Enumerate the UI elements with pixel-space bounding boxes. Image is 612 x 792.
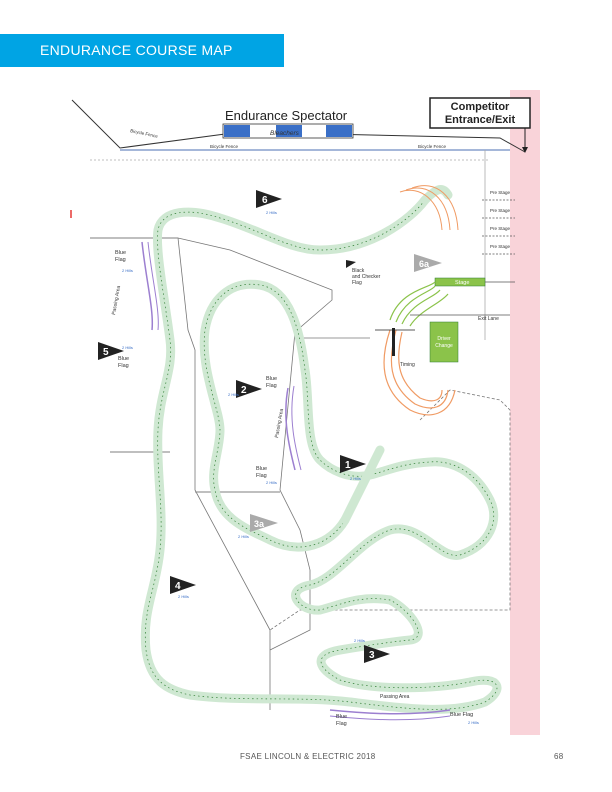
blue-flag-midwest-line2: Flag — [118, 363, 129, 369]
corner-3a-number: 2 Hills — [238, 534, 249, 539]
competitor-gate-line1: Competitor — [451, 101, 510, 113]
blue-flag-south-line1: Blue — [336, 714, 347, 720]
corner-1-number: 2 Hills — [350, 476, 361, 481]
bicycle-fence-label-1: Bicycle Fence — [130, 128, 159, 139]
blue-flag-central-line2: Flag — [266, 383, 277, 389]
svg-text:3a: 3a — [254, 519, 265, 529]
driver-change-area — [429, 321, 459, 363]
blue-flag-southeast-number: 2 Hills — [468, 720, 479, 725]
corner-6-number: 2 Hills — [266, 210, 277, 215]
track-surface — [140, 195, 502, 714]
svg-text:3: 3 — [369, 650, 375, 661]
corner-marker-3: 3 2 Hills — [354, 638, 390, 663]
svg-text:1: 1 — [345, 460, 351, 471]
spectator-area-title: Endurance Spectator — [225, 108, 348, 123]
pre-stage-label-3: Pre Stage — [490, 226, 511, 231]
footer-event-name: FSAE LINCOLN & ELECTRIC 2018 — [240, 752, 376, 761]
corner-3-number: 2 Hills — [354, 638, 365, 643]
bleachers-block-3 — [326, 125, 352, 137]
corner-2-number: 2 Hills — [228, 392, 239, 397]
corner-marker-4: 4 2 Hills — [170, 576, 196, 599]
blue-flag-central-line1: Blue — [266, 376, 277, 382]
bleachers-block-2 — [276, 125, 302, 137]
pre-stage-label-4: Pre Stage — [490, 244, 511, 249]
corner-marker-1: 1 2 Hills — [340, 455, 366, 481]
timing-label: Timing — [400, 362, 415, 368]
passing-area-label-south: Passing Area — [380, 694, 410, 700]
track-top-return — [420, 185, 453, 205]
infield-fence-a — [177, 237, 333, 651]
pre-stage-area: Pre Stage Pre Stage Pre Stage Pre Stage — [482, 190, 515, 255]
competitor-gate-box — [429, 97, 531, 129]
checker-label-line1: Black — [352, 268, 365, 274]
corner-marker-6a: 6a — [414, 254, 442, 272]
driver-change-line2: Change — [435, 343, 453, 349]
course-map: Bicycle Fence Bicycle Fence Bicycle Fenc… — [70, 90, 540, 735]
checker-label-line3: Flag — [352, 280, 362, 286]
bleachers-label: Bleachers — [270, 130, 300, 137]
stage-lanes-north — [399, 185, 459, 231]
infield-fence-b — [177, 237, 271, 710]
passing-area-central: Passing Area — [274, 385, 302, 471]
gate-pointer-head — [522, 147, 528, 153]
stage-label: Stage — [455, 280, 469, 286]
section-title-banner: ENDURANCE COURSE MAP — [0, 34, 284, 67]
blue-flag-infield-line2: Flag — [256, 473, 267, 479]
corner-marker-3a: 3a 2 Hills — [238, 514, 278, 539]
blue-flag-southeast-label: Blue Flag — [450, 712, 473, 718]
bleachers-block-1 — [224, 125, 250, 137]
blue-flag-station-west: Blue Flag 2 Hills — [115, 250, 133, 273]
checker-flag-icon — [346, 260, 356, 268]
stage-lanes-south — [383, 329, 456, 416]
blue-flag-infield-line1: Blue — [256, 466, 267, 472]
track-connector — [340, 445, 385, 525]
east-fence — [269, 389, 511, 631]
competitor-gate-line2: Entrance/Exit — [445, 114, 516, 126]
course-map-drawing: Bicycle Fence Bicycle Fence Bicycle Fenc… — [70, 90, 540, 735]
bicycle-fence-label-2: Bicycle Fence — [210, 144, 239, 149]
blue-flag-station-southeast: Blue Flag 2 Hills — [450, 712, 479, 725]
passing-area-south: Passing Area — [329, 694, 451, 721]
svg-text:2: 2 — [241, 385, 247, 396]
blue-flag-midwest-line1: Blue — [118, 356, 129, 362]
blue-flag-south-line2: Flag — [336, 721, 347, 727]
checker-label-line2: and Checker — [352, 274, 381, 280]
timing-post — [392, 328, 395, 356]
blue-flag-station-central: Blue Flag — [266, 376, 277, 389]
footer-page-number: 68 — [554, 752, 564, 761]
blue-flag-infield-number: 2 Hills — [266, 480, 277, 485]
blue-flag-station-mid-west: Blue Flag 2 Hills — [118, 345, 133, 369]
passing-area-label-central: Passing Area — [274, 408, 285, 438]
blue-flag-west-number: 2 Hills — [122, 268, 133, 273]
paddock-lanes — [389, 281, 449, 327]
svg-text:4: 4 — [175, 581, 181, 592]
corner-marker-2: 2 2 Hills — [228, 380, 262, 398]
corner-4-number: 2 Hills — [178, 594, 189, 599]
blue-flag-midwest-number: 2 Hills — [122, 345, 133, 350]
pre-stage-label-1: Pre Stage — [490, 190, 511, 195]
driver-change-line1: Driver — [437, 336, 451, 342]
passing-area-west: Passing Area — [111, 241, 159, 331]
passing-area-label-west: Passing Area — [111, 285, 122, 315]
svg-text:5: 5 — [103, 347, 109, 358]
boundary-strip — [510, 90, 540, 735]
blue-flag-west-line2: Flag — [115, 257, 126, 263]
exit-lane-label: Exit Lane — [478, 316, 499, 322]
blue-flag-station-infield: Blue Flag 2 Hills — [256, 466, 277, 485]
blue-flag-west-line1: Blue — [115, 250, 126, 256]
bicycle-fence-label-3: Bicycle Fence — [418, 144, 447, 149]
blue-flag-station-south: Blue Flag — [336, 714, 347, 727]
section-title: ENDURANCE COURSE MAP — [40, 42, 233, 58]
corner-marker-6: 6 2 Hills — [256, 190, 282, 215]
svg-text:6a: 6a — [419, 259, 430, 269]
corner-marker-5: 5 — [98, 342, 124, 360]
pre-stage-label-2: Pre Stage — [490, 208, 511, 213]
svg-text:6: 6 — [262, 195, 268, 206]
